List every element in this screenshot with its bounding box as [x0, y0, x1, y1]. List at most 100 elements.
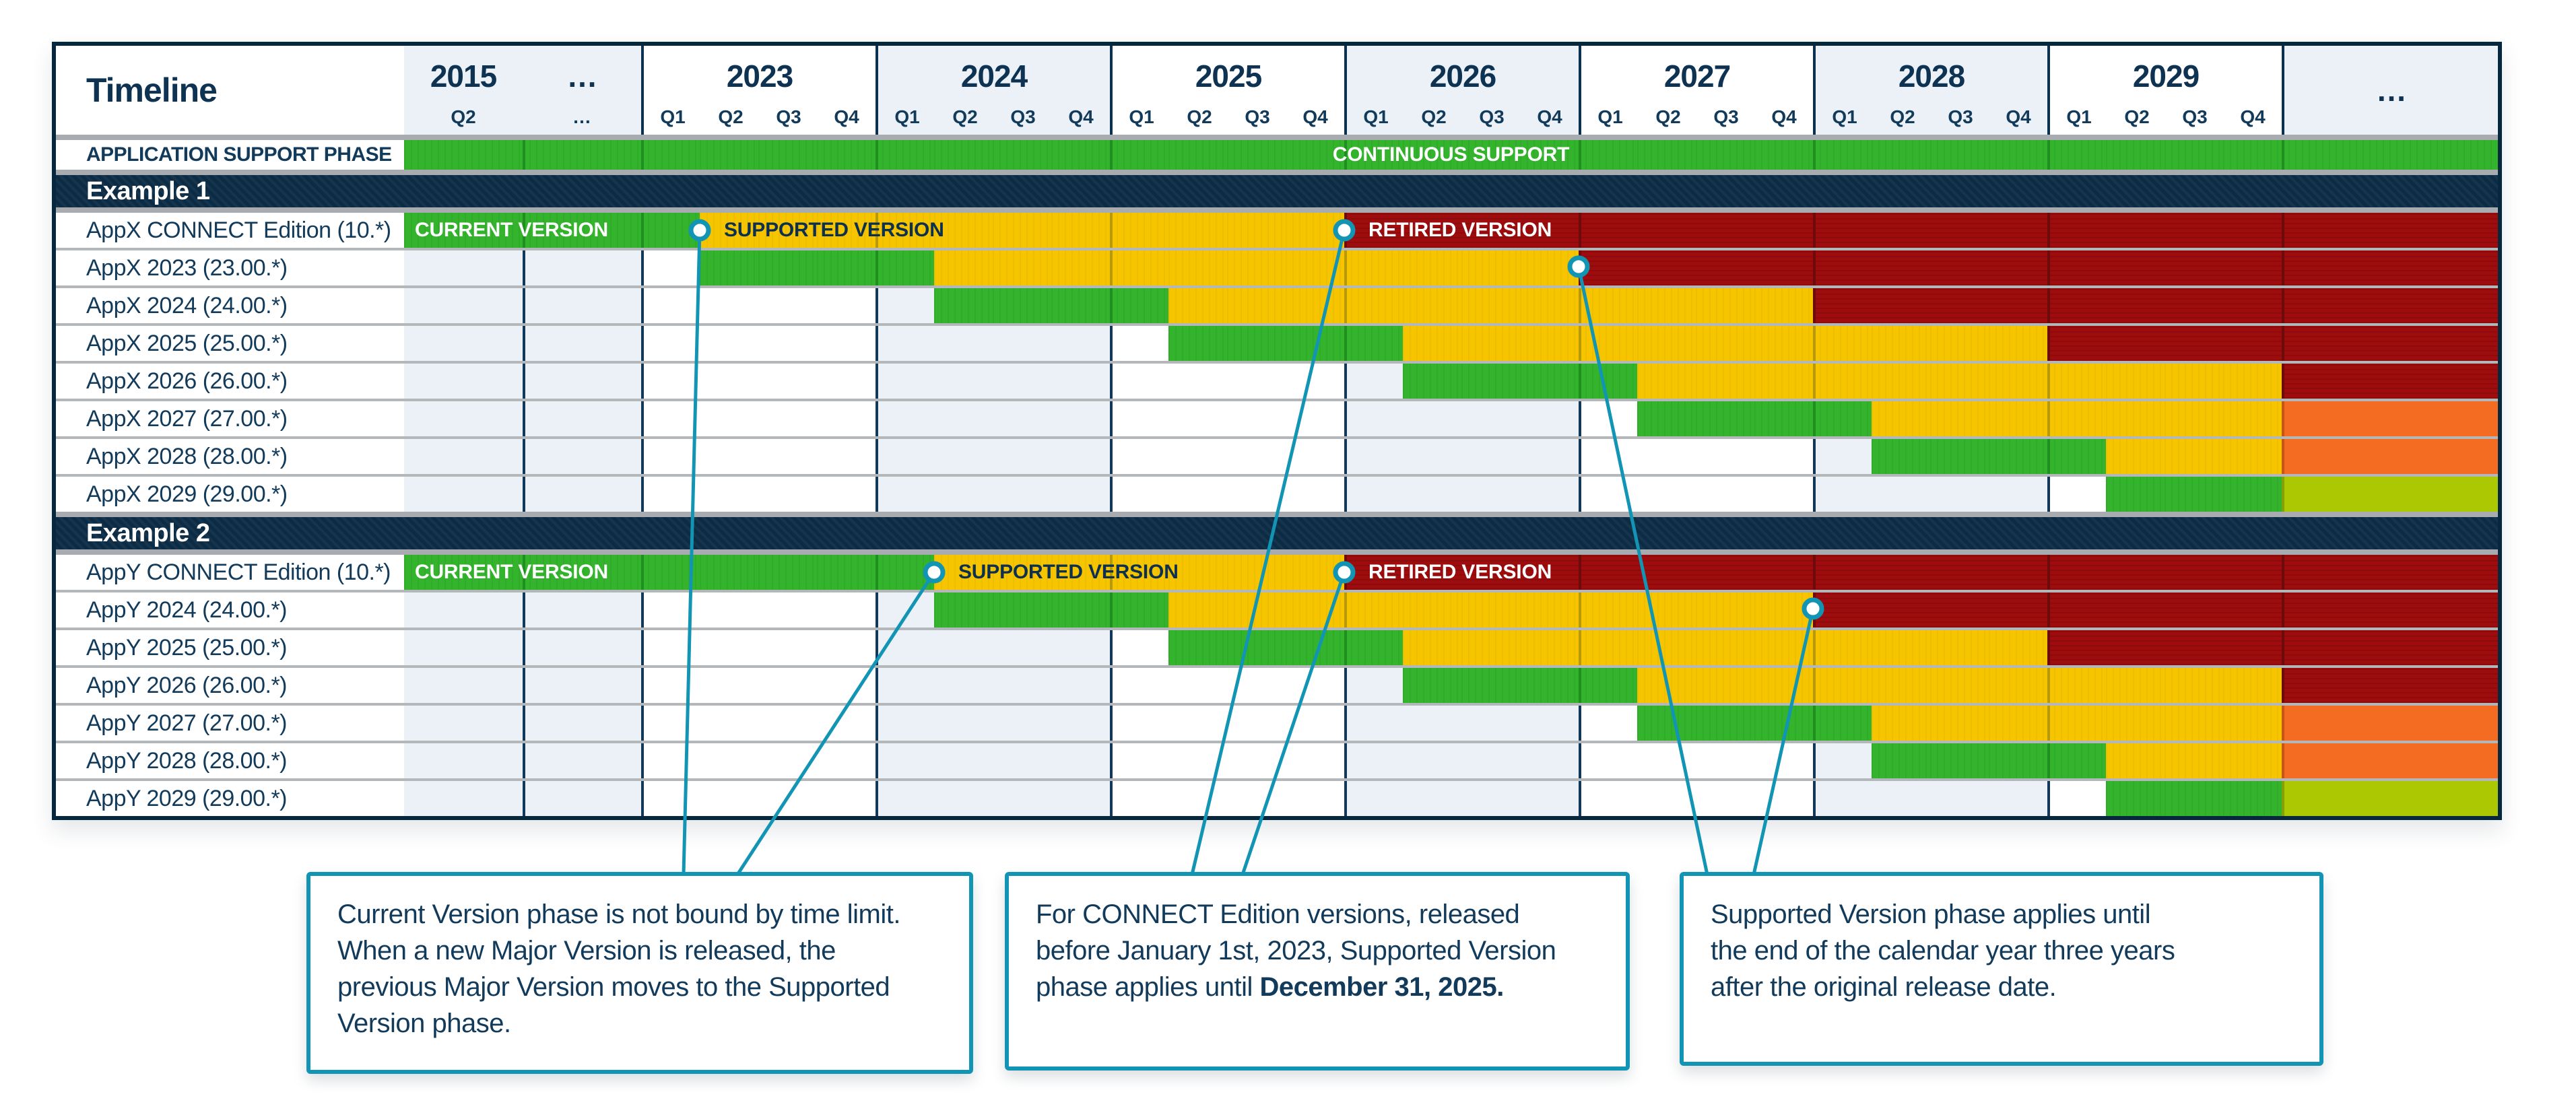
quarter-cell-phase	[1403, 140, 1461, 170]
quarter-cell-phase	[1930, 326, 1989, 361]
quarter-cell-phase	[1813, 401, 1872, 436]
timeline-row: AppX 2025 (25.00.*)	[56, 323, 2498, 361]
quarter-cell-phase	[1461, 250, 1520, 285]
quarter-cell-phase	[1754, 213, 1813, 248]
row-separator	[56, 549, 2498, 555]
quarter-cell-phase	[1989, 288, 2047, 323]
phase-bar-label: RETIRED VERSION	[1368, 219, 1552, 241]
quarter-cell-phase	[2106, 592, 2165, 628]
quarter-cell-phase	[2106, 781, 2165, 816]
quarter-cell-empty	[1110, 630, 1168, 665]
quarter-cell-phase	[2047, 401, 2106, 436]
quarter-cell-phase	[1403, 592, 1461, 628]
quarter-cell-empty	[404, 326, 523, 361]
timeline-title: Timeline	[86, 71, 218, 109]
quarter-cell-empty	[523, 250, 641, 285]
quarter-cell-empty	[1754, 477, 1813, 512]
quarter-cell-phase	[2106, 288, 2165, 323]
quarter-cell-phase	[1344, 326, 1403, 361]
quarter-label: Q1	[1129, 106, 1154, 127]
quarter-cell-phase	[1227, 213, 1286, 248]
quarter-cell-empty	[1344, 477, 1403, 512]
quarter-cell-phase	[641, 140, 700, 170]
quarter-cell-phase	[876, 250, 934, 285]
quarter-cell-empty	[758, 288, 817, 323]
quarter-cell-empty	[1051, 630, 1110, 665]
quarter-cell-empty	[1989, 781, 2047, 816]
quarter-cell-phase	[1813, 592, 1872, 628]
quarter-cell-phase	[1754, 630, 1813, 665]
quarter-cell-phase	[1872, 288, 1930, 323]
quarter-cell-phase	[1872, 630, 1930, 665]
quarter-cell-empty	[817, 743, 876, 778]
quarter-cell-phase	[1930, 439, 1989, 474]
quarter-cell-empty	[1403, 401, 1461, 436]
quarter-cell-phase	[1637, 630, 1696, 665]
quarter-cell-empty	[1696, 781, 1754, 816]
quarter-cell-phase	[2282, 439, 2498, 474]
quarter-cell-phase	[2282, 706, 2498, 741]
quarter-cell-phase	[1989, 668, 2047, 703]
quarter-cell-empty	[934, 364, 993, 399]
row-label: AppY 2027 (27.00.*)	[56, 706, 404, 741]
quarter-cell-phase	[2223, 364, 2282, 399]
quarter-cell-phase	[2282, 140, 2498, 170]
quarter-cell-empty	[1110, 364, 1168, 399]
quarter-cell-phase	[1930, 706, 1989, 741]
quarter-cell-phase	[1989, 326, 2047, 361]
quarter-cell-phase	[404, 140, 523, 170]
quarter-cell-phase	[1930, 743, 1989, 778]
quarter-cell-phase	[1344, 250, 1403, 285]
quarter-cell-empty	[817, 477, 876, 512]
quarter-cell-phase	[2106, 630, 2165, 665]
quarter-cell-phase	[1520, 288, 1579, 323]
quarter-label: …	[572, 106, 591, 127]
quarter-cell-phase	[2165, 706, 2223, 741]
quarter-cell-phase	[2282, 781, 2498, 816]
quarter-cell-empty	[641, 706, 700, 741]
quarter-cell-phase	[1168, 213, 1227, 248]
quarter-cell-phase	[1461, 213, 1520, 248]
quarter-cell-phase	[1286, 592, 1344, 628]
quarter-cell-phase	[2282, 743, 2498, 778]
quarter-cell-phase	[2047, 288, 2106, 323]
quarter-cell-phase	[2223, 477, 2282, 512]
quarter-cell-empty	[1403, 743, 1461, 778]
quarter-cell-empty	[641, 477, 700, 512]
quarter-cell-phase	[1227, 592, 1286, 628]
quarter-label: Q4	[2240, 106, 2266, 127]
quarter-cell-phase	[1696, 630, 1754, 665]
quarter-cell-phase	[1227, 288, 1286, 323]
quarter-cell-empty	[1227, 477, 1286, 512]
quarter-cell-phase	[1286, 326, 1344, 361]
quarter-cell-phase	[2047, 668, 2106, 703]
row-label: AppY 2026 (26.00.*)	[56, 668, 404, 703]
quarter-cell-empty	[1813, 781, 1872, 816]
quarter-label: Q2	[2124, 106, 2150, 127]
quarter-cell-empty	[1637, 477, 1696, 512]
quarter-cell-phase	[1754, 364, 1813, 399]
row-separator	[56, 170, 2498, 175]
quarter-cell-phase	[1051, 288, 1110, 323]
row-separator	[56, 207, 2498, 213]
quarter-cell-phase	[1579, 288, 1637, 323]
quarter-label: Q1	[1363, 106, 1389, 127]
quarter-cell-empty	[817, 781, 876, 816]
timeline-row: AppY 2026 (26.00.*)	[56, 665, 2498, 703]
quarter-cell-empty	[404, 250, 523, 285]
quarter-cell-phase	[2165, 781, 2223, 816]
quarter-cell-empty	[1520, 439, 1579, 474]
quarter-cell-phase	[1403, 668, 1461, 703]
timeline-row: AppX CONNECT Edition (10.*)CURRENT VERSI…	[56, 213, 2498, 248]
quarter-cell-empty	[993, 477, 1051, 512]
quarter-cell-empty	[758, 668, 817, 703]
row-label: AppX 2026 (26.00.*)	[56, 364, 404, 399]
quarter-cell-empty	[993, 326, 1051, 361]
quarter-cell-empty	[1168, 401, 1227, 436]
quarter-cell-empty	[700, 743, 758, 778]
quarter-cell-empty	[1110, 743, 1168, 778]
quarter-label-row: Q2	[404, 106, 523, 135]
